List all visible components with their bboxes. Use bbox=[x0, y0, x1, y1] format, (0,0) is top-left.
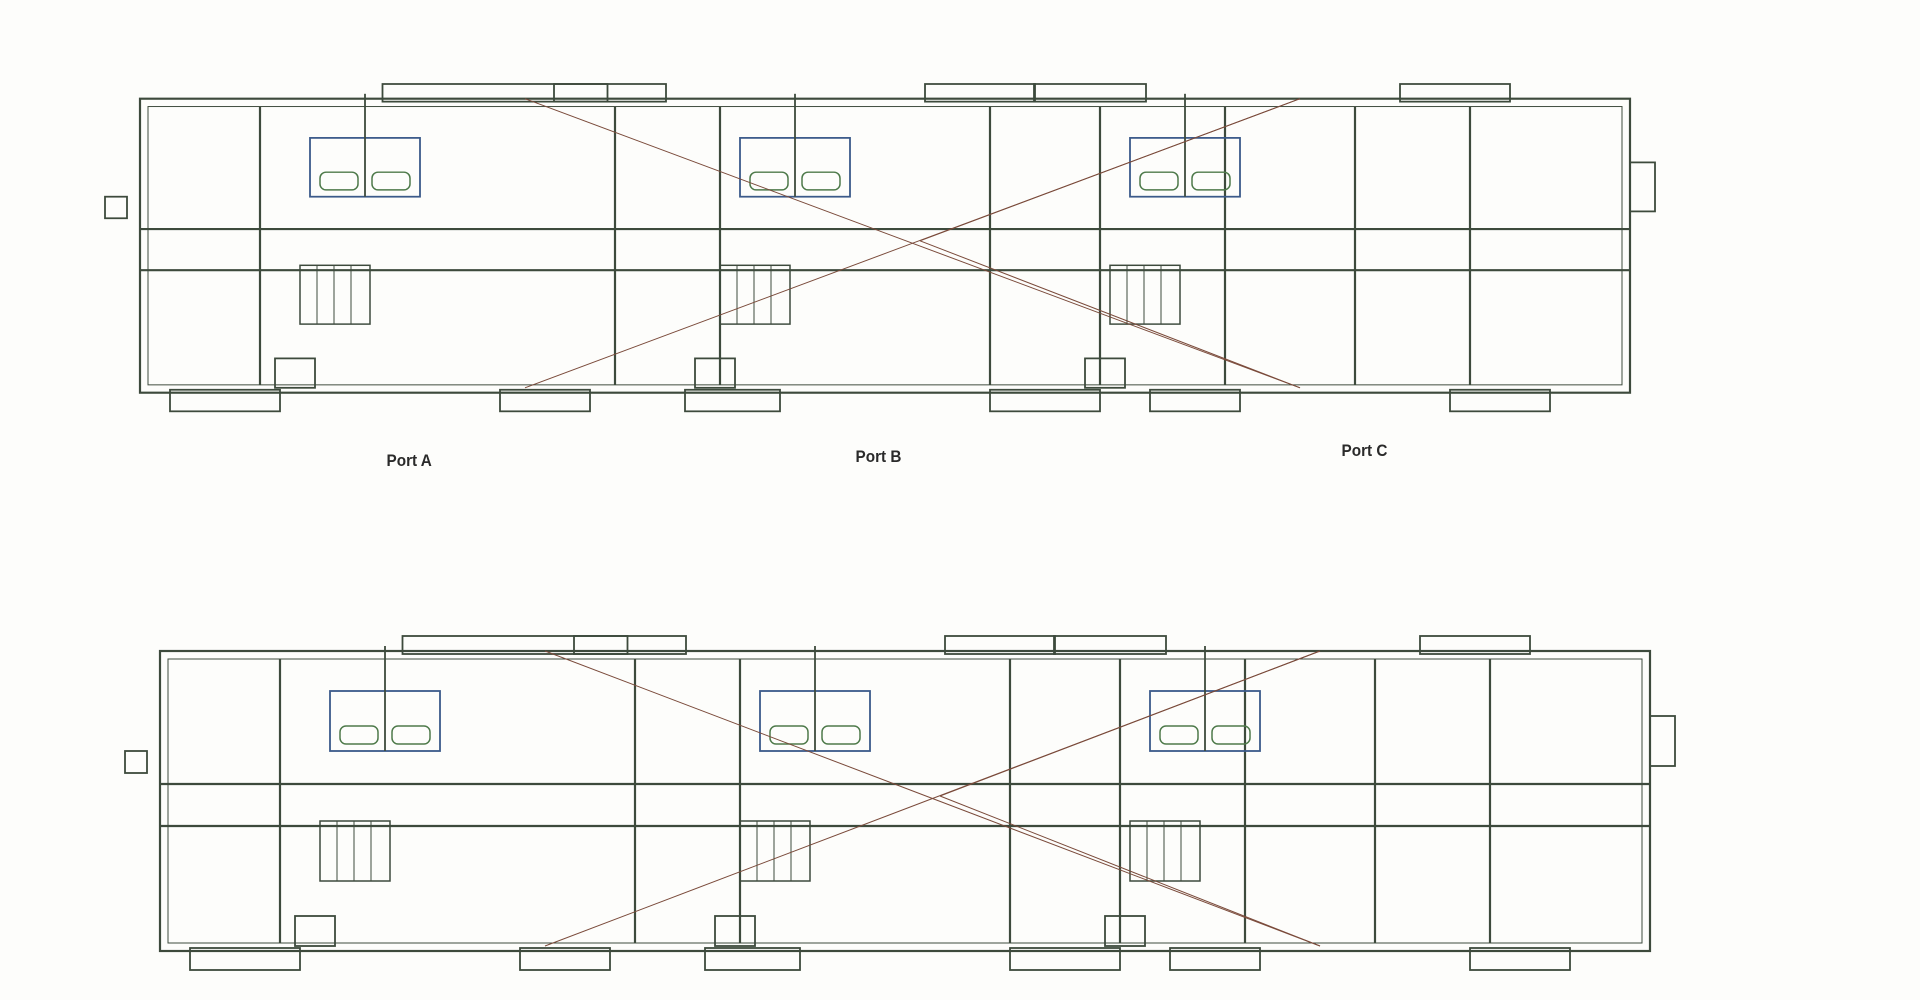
bathtub bbox=[1159, 725, 1199, 745]
balcony bbox=[704, 947, 801, 971]
port-b-label: Port B bbox=[855, 447, 902, 466]
side-annex bbox=[1649, 715, 1676, 767]
balcony bbox=[1009, 947, 1121, 971]
exterior-wall-inner bbox=[147, 106, 1623, 386]
stairwell bbox=[319, 820, 391, 882]
stairwell bbox=[739, 820, 811, 882]
upper-floor-plan bbox=[104, 83, 1656, 413]
diagonal-line bbox=[939, 650, 1321, 797]
bathtub bbox=[319, 171, 359, 191]
balcony bbox=[499, 388, 591, 413]
entrance-porch bbox=[294, 915, 336, 947]
exterior-wall bbox=[158, 649, 1652, 953]
shaft-symbol bbox=[104, 195, 128, 220]
stairwell bbox=[1109, 264, 1181, 325]
port-c-label: Port C bbox=[1341, 441, 1388, 460]
entrance-porch bbox=[1104, 915, 1146, 947]
balcony bbox=[553, 83, 667, 103]
diagonal-line bbox=[919, 240, 1301, 389]
bathtub bbox=[749, 171, 789, 191]
entrance-porch bbox=[274, 357, 316, 389]
bathtub bbox=[371, 171, 411, 191]
shaft-symbol bbox=[124, 750, 148, 774]
balcony bbox=[169, 388, 281, 413]
lower-floor-plan bbox=[124, 635, 1676, 971]
bathtub bbox=[769, 725, 809, 745]
bathtub bbox=[339, 725, 379, 745]
balcony bbox=[401, 635, 629, 655]
entrance-porch bbox=[1084, 357, 1126, 389]
balcony bbox=[684, 388, 781, 413]
balcony bbox=[573, 635, 687, 655]
balcony bbox=[1399, 83, 1511, 103]
side-annex bbox=[1629, 161, 1656, 213]
balcony bbox=[1053, 635, 1167, 655]
balcony bbox=[1419, 635, 1531, 655]
entrance-porch bbox=[694, 357, 736, 389]
bathtub bbox=[1139, 171, 1179, 191]
balcony bbox=[944, 635, 1056, 655]
stairwell bbox=[299, 264, 371, 325]
balcony bbox=[924, 83, 1036, 103]
stairwell bbox=[719, 264, 791, 325]
stairwell bbox=[1129, 820, 1201, 882]
diagonal-line bbox=[939, 795, 1321, 947]
balcony bbox=[1169, 947, 1261, 971]
balcony bbox=[1469, 947, 1571, 971]
port-a-label: Port A bbox=[386, 451, 432, 470]
balcony bbox=[989, 388, 1101, 413]
bathtub bbox=[801, 171, 841, 191]
balcony bbox=[381, 83, 609, 103]
balcony bbox=[189, 947, 301, 971]
balcony bbox=[1449, 388, 1551, 413]
bathtub bbox=[821, 725, 861, 745]
diagonal-line bbox=[919, 98, 1301, 242]
bathtub bbox=[391, 725, 431, 745]
balcony bbox=[519, 947, 611, 971]
exterior-wall bbox=[138, 97, 1632, 394]
balcony bbox=[1033, 83, 1147, 103]
entrance-porch bbox=[714, 915, 756, 947]
bathtub bbox=[1191, 171, 1231, 191]
bathtub bbox=[1211, 725, 1251, 745]
exterior-wall-inner bbox=[167, 658, 1643, 944]
balcony bbox=[1149, 388, 1241, 413]
